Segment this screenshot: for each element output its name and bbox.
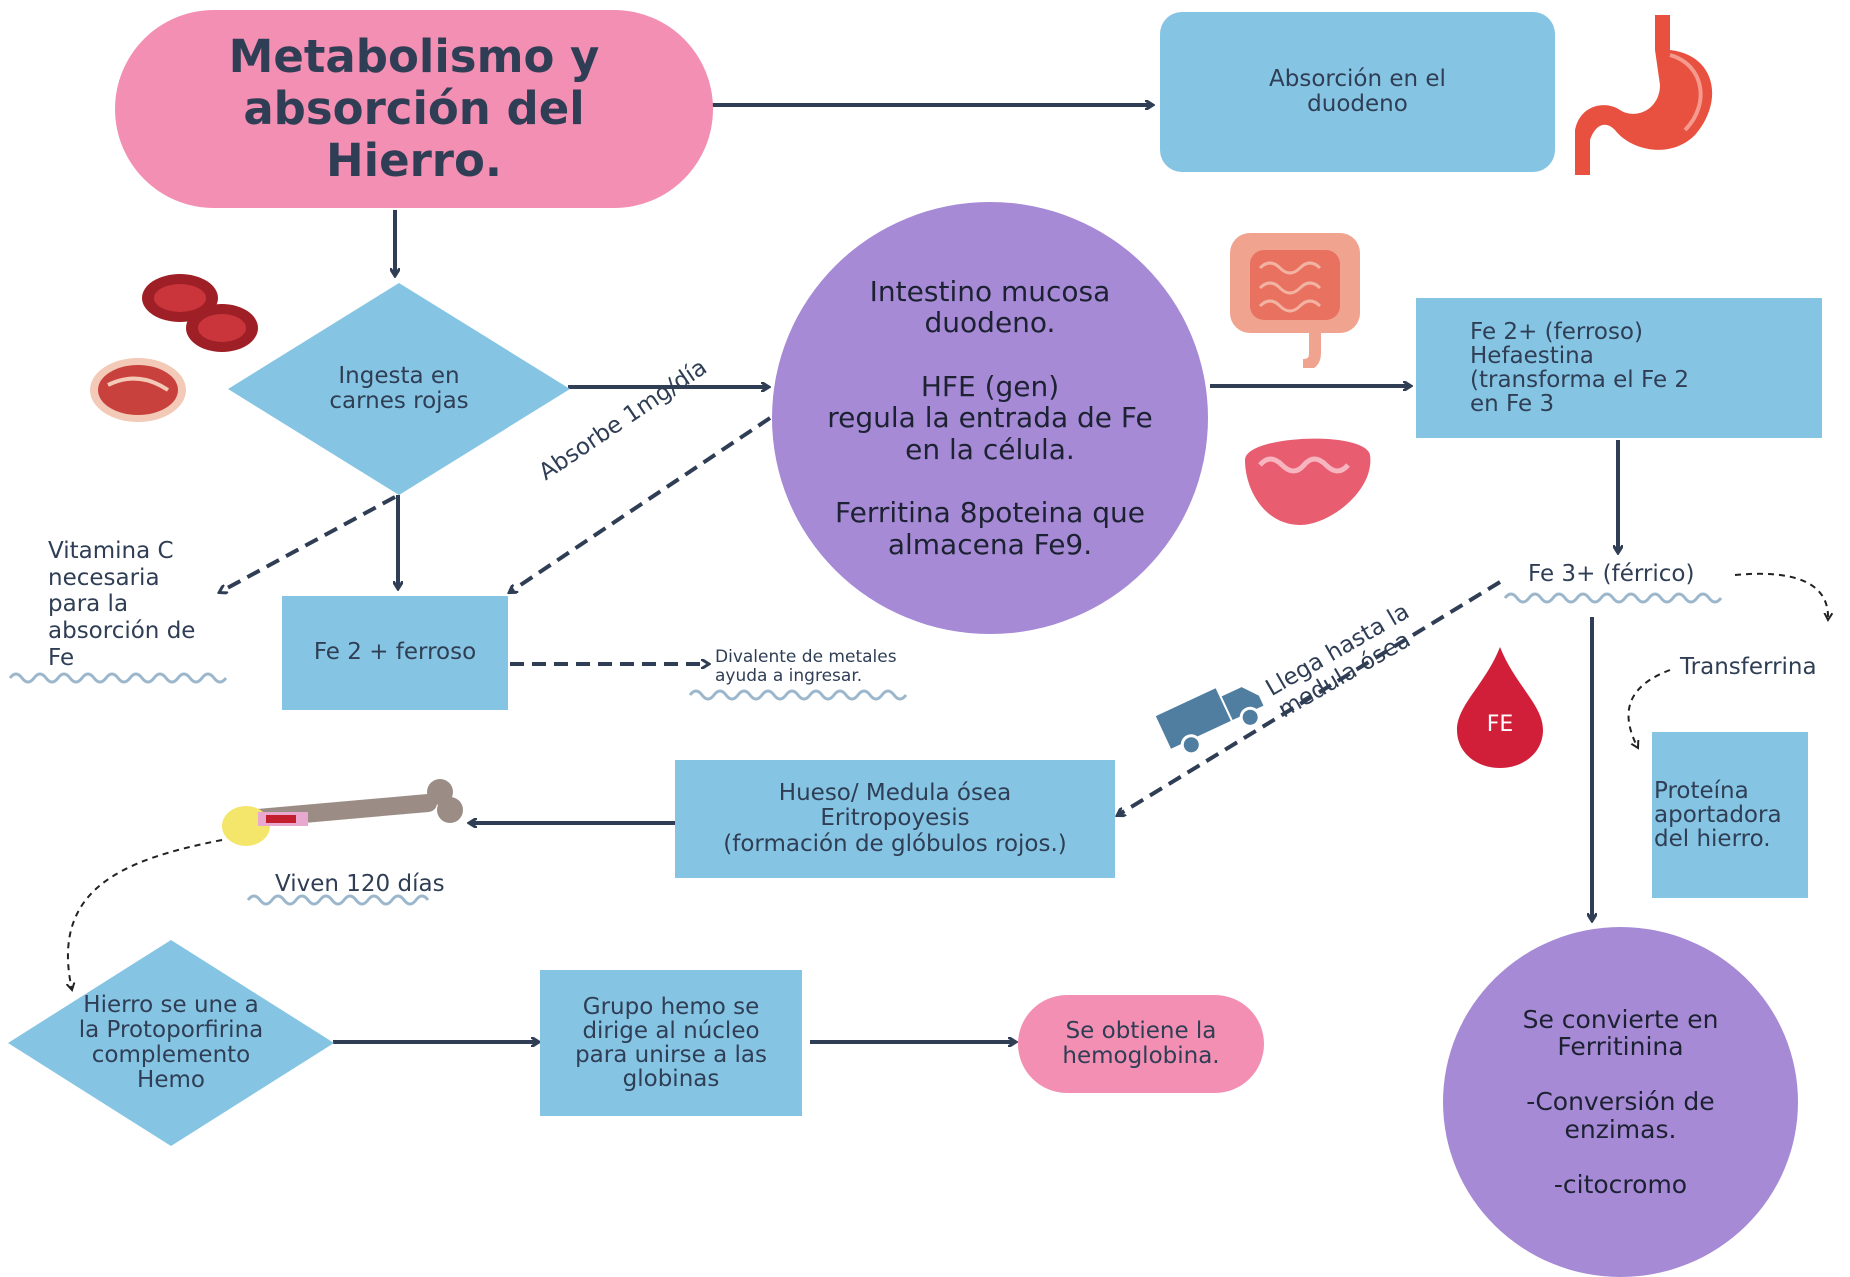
hierro-label: Hierro se une a la Protoporfirina comple… [78,992,264,1093]
intestine-icon [1230,233,1360,368]
blood-drop-icon [1457,647,1543,768]
hemoglobina-pill: Se obtiene la hemoglobina. [1018,995,1264,1093]
fe2-ferroso-label: Fe 2 + ferroso [313,639,477,666]
ingesta-diamond [228,283,570,495]
ferritina-circle: Se convierte en Ferritinina -Conversión … [1443,927,1798,1277]
absorcion-duodeno-box: Absorción en el duodeno [1160,12,1555,172]
vitamina-c-text: Vitamina C necesaria para la absorción d… [48,538,196,671]
bone-icon [222,779,463,846]
title-pill: Metabolismo y absorción del Hierro. [115,10,713,208]
fe2-ferroso-box: Fe 2 + ferroso [282,596,508,710]
squiggle-divalente [688,689,908,701]
hueso-box: Hueso/ Medula ósea Eritropoyesis (formac… [675,760,1115,878]
dotted-bone-to-hierro [68,839,223,990]
fe3-text: Fe 3+ (férrico) [1528,561,1695,587]
viven-text: Viven 120 días [275,871,445,897]
meat-steak-icon-2 [90,358,186,422]
squiggle-vitamina [8,672,228,684]
liver-icon [1245,438,1371,525]
squiggle-fe3 [1503,592,1723,604]
grupo-hemo-box: Grupo hemo se dirige al núcleo para unir… [540,970,802,1116]
hueso-label: Hueso/ Medula ósea Eritropoyesis (formac… [723,780,1067,857]
dashed-intestino-to-ferroso [510,416,772,592]
proteina-label: Proteína aportadora del hierro. [1654,777,1782,853]
fe2-hefaestina-label: Fe 2+ (ferroso) Hefaestina (transforma e… [1470,318,1690,418]
intestino-circle: Intestino mucosa duodeno. HFE (gen) regu… [772,202,1208,634]
dashed-ingesta-to-vitamina [220,495,396,592]
squiggle-viven [246,894,430,906]
proteina-box: Proteína aportadora del hierro. [1652,732,1808,898]
dotted-fe3-to-transferrina [1734,572,1828,620]
ingesta-label: Ingesta en carnes rojas [329,362,469,414]
absorcion-duodeno-label: Absorción en el duodeno [1269,65,1446,117]
hierro-diamond [8,940,334,1146]
hemoglobina-label: Se obtiene la hemoglobina. [1062,1017,1220,1069]
page-title: Metabolismo y absorción del Hierro. [228,30,600,187]
grupo-hemo-label: Grupo hemo se dirige al núcleo para unir… [575,993,767,1093]
dotted-transferrina-to-proteina [1627,669,1671,748]
dashed-fe3-to-hueso [1118,580,1502,815]
intestino-label: Intestino mucosa duodeno. HFE (gen) regu… [827,274,1153,561]
stomach-icon [1575,15,1713,175]
divalente-text: Divalente de metales ayuda a ingresar. [715,647,897,686]
ferritina-label: Se convierte en Ferritinina -Conversión … [1522,1004,1719,1199]
truck-icon [1155,687,1264,756]
transferrina-text: Transferrina [1680,654,1817,680]
fe2-hefaestina-box: Fe 2+ (ferroso) Hefaestina (transforma e… [1416,298,1822,438]
meat-steak-icon [142,274,258,352]
fe-drop-label: FE [1486,711,1514,737]
